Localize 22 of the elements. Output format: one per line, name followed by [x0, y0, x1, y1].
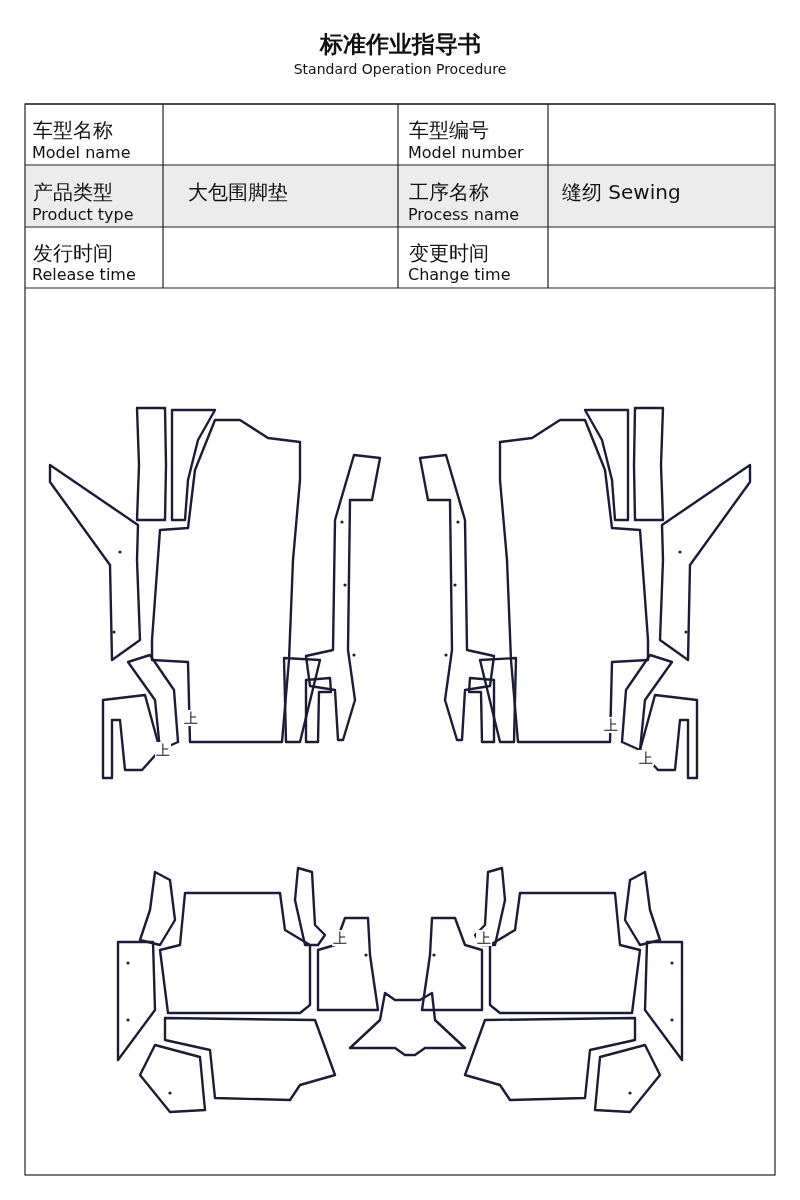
- field-name: Model name: [32, 145, 131, 161]
- subtitle: Standard Operation Procedure: [293, 62, 507, 76]
- field-name: 车型编号: [409, 120, 489, 140]
- field-name: 工序名称: [409, 182, 489, 202]
- field-name: Model number: [408, 145, 524, 161]
- orientation-mark: 上: [638, 750, 654, 766]
- orientation-mark: 上: [476, 930, 492, 946]
- page-title: 标准作业指导书: [319, 33, 481, 56]
- field-name: 车型名称: [33, 120, 113, 140]
- orientation-mark: 上: [155, 742, 171, 758]
- field-name: 变更时间: [409, 243, 489, 263]
- orientation-mark: 上: [183, 710, 199, 726]
- field-value: 缝纫 Sewing: [562, 182, 681, 202]
- orientation-mark: 上: [332, 930, 348, 946]
- field-name: 发行时间: [33, 243, 113, 263]
- field-name: Release time: [32, 267, 136, 283]
- field-name: Change time: [408, 267, 511, 283]
- field-name: Product type: [32, 207, 134, 223]
- field-name: Process name: [408, 207, 520, 223]
- field-name: 产品类型: [33, 182, 113, 202]
- field-value: 大包围脚垫: [188, 182, 288, 202]
- orientation-mark: 上: [603, 717, 619, 733]
